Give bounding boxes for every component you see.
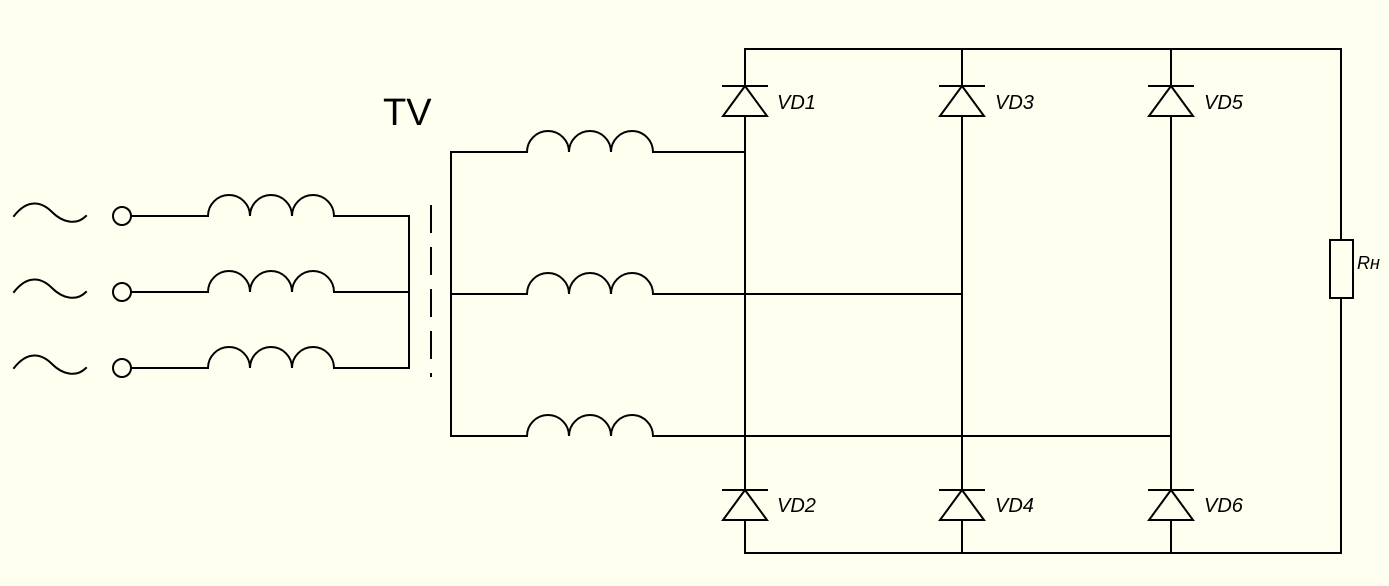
diode-vd4-icon: [938, 488, 986, 521]
input-terminal-b: [112, 282, 132, 302]
load-resistor-icon: [1329, 239, 1354, 299]
primary-winding-c: [206, 346, 336, 370]
diode-vd6-icon: [1147, 488, 1195, 521]
diode-label-vd1: VD1: [777, 92, 816, 114]
ac-source-phase-c-icon: [12, 354, 88, 375]
input-terminal-c: [112, 358, 132, 378]
diode-label-vd2: VD2: [777, 495, 816, 517]
diode-vd1-icon: [721, 84, 769, 117]
diode-vd5-icon: [1147, 84, 1195, 117]
ac-source-phase-b-icon: [12, 278, 88, 299]
load-resistor-label: Rн: [1357, 253, 1380, 273]
diode-label-vd4: VD4: [995, 495, 1034, 517]
diode-label-vd5: VD5: [1204, 92, 1244, 114]
ac-source-phase-a-icon: [12, 202, 88, 223]
diode-label-vd3: VD3: [995, 92, 1034, 114]
primary-winding-b: [206, 270, 336, 294]
secondary-winding-c: [525, 414, 655, 438]
input-terminal-a: [112, 206, 132, 226]
secondary-winding-b: [525, 272, 655, 296]
primary-winding-a: [206, 194, 336, 218]
transformer-label: TV: [383, 92, 432, 134]
diode-label-vd6: VD6: [1204, 495, 1244, 517]
diode-vd2-icon: [721, 488, 769, 521]
secondary-winding-a: [525, 130, 655, 154]
diode-vd3-icon: [938, 84, 986, 117]
